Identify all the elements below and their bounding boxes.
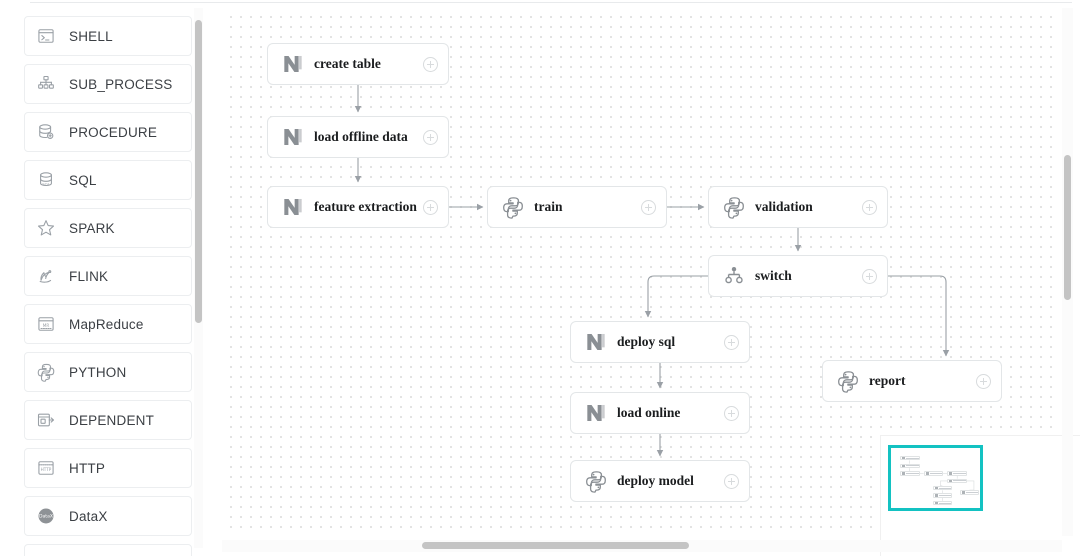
sidebar-item-shell[interactable]: SHELL [24, 16, 192, 56]
sub-process-icon [35, 73, 57, 95]
node-label: deploy sql [617, 334, 676, 349]
node-label: report [869, 373, 906, 388]
workflow-canvas[interactable]: create table load offline data feature ext… [222, 8, 1080, 556]
sidebar-item-mapreduce[interactable]: MR MapReduce [24, 304, 192, 344]
sql-node-icon [280, 194, 306, 220]
sidebar-item-label: SHELL [69, 28, 113, 44]
svg-text:DataX: DataX [39, 514, 53, 520]
node-label: load offline data [314, 129, 408, 144]
sidebar-item-http[interactable]: HTTP HTTP [24, 448, 192, 488]
workflow-node-switch[interactable]: switch [708, 255, 888, 297]
workflow-node-load-online[interactable]: load online [570, 392, 750, 434]
shell-icon [35, 25, 57, 47]
node-label: validation [755, 199, 813, 214]
sidebar-item-pigeon[interactable]: PIGEON [24, 544, 192, 556]
workflow-node-feature-extraction[interactable]: feature extraction [267, 186, 449, 228]
workflow-node-report[interactable]: report [822, 360, 1002, 402]
workflow-node-train[interactable]: train [487, 186, 667, 228]
node-add-icon[interactable] [976, 373, 991, 389]
dependent-icon [35, 409, 57, 431]
minimap-node [899, 463, 920, 469]
python-icon [35, 361, 57, 383]
node-add-icon[interactable] [423, 199, 438, 215]
minimap-node [947, 471, 967, 476]
python-node-icon [583, 468, 609, 494]
minimap-node [932, 493, 953, 498]
sidebar-item-sub_process[interactable]: SUB_PROCESS [24, 64, 192, 104]
workflow-minimap[interactable] [880, 435, 1080, 556]
mapreduce-icon: MR [35, 313, 57, 335]
sidebar-item-flink[interactable]: FLINK [24, 256, 192, 296]
node-add-icon[interactable] [423, 56, 438, 72]
node-add-icon[interactable] [724, 473, 739, 489]
spark-icon [35, 217, 57, 239]
sql-icon: SQL [35, 169, 57, 191]
sidebar-item-label: PYTHON [69, 364, 127, 380]
sidebar-item-label: SQL [69, 172, 97, 188]
canvas-horizontal-scrollbar-thumb[interactable] [422, 542, 689, 549]
canvas-vertical-scrollbar-thumb[interactable] [1064, 155, 1071, 300]
node-add-icon[interactable] [641, 199, 656, 215]
svg-text:MR: MR [43, 323, 50, 328]
python-node-icon [721, 194, 747, 220]
toolbar-bottom-edge [30, 0, 1072, 3]
node-add-icon[interactable] [862, 268, 877, 284]
sql-node-icon [280, 124, 306, 150]
minimap-node [899, 455, 920, 461]
minimap-node [959, 490, 980, 495]
sidebar-item-label: DEPENDENT [69, 412, 155, 428]
sidebar-item-datax[interactable]: DataX DataX [24, 496, 192, 536]
python-node-icon [500, 194, 526, 220]
switch-node-icon [721, 263, 747, 289]
workflow-node-load-offline-data[interactable]: load offline data [267, 116, 449, 158]
workflow-node-create-table[interactable]: create table [267, 43, 449, 85]
flink-icon [35, 265, 57, 287]
sidebar-item-spark[interactable]: SPARK [24, 208, 192, 248]
sql-node-icon [583, 329, 609, 355]
sidebar-item-label: SUB_PROCESS [69, 76, 173, 92]
procedure-icon [35, 121, 57, 143]
minimap-node [923, 471, 944, 476]
sidebar-scrollbar-thumb[interactable] [195, 20, 202, 323]
node-add-icon[interactable] [724, 405, 739, 421]
sidebar-item-sql[interactable]: SQL SQL [24, 160, 192, 200]
task-type-sidebar: SHELL SUB_PROCESS PROCEDURE SQL SQL SPARK FLIN… [0, 8, 222, 556]
sidebar-item-label: HTTP [69, 460, 106, 476]
sidebar-item-label: FLINK [69, 268, 109, 284]
workflow-node-deploy-sql[interactable]: deploy sql [570, 321, 750, 363]
sidebar-item-python[interactable]: PYTHON [24, 352, 192, 392]
sidebar-item-dependent[interactable]: DEPENDENT [24, 400, 192, 440]
http-icon: HTTP [35, 457, 57, 479]
node-label: switch [755, 268, 792, 283]
workflow-node-deploy-model[interactable]: deploy model [570, 460, 750, 502]
sql-node-icon [280, 51, 306, 77]
node-add-icon[interactable] [724, 334, 739, 350]
node-label: feature extraction [314, 199, 417, 214]
minimap-node [947, 478, 967, 484]
sql-node-icon [583, 400, 609, 426]
datax-icon: DataX [35, 505, 57, 527]
task-type-list: SHELL SUB_PROCESS PROCEDURE SQL SQL SPARK FLIN… [24, 16, 192, 556]
minimap-node [932, 500, 953, 506]
node-label: train [534, 199, 563, 214]
minimap-node [932, 485, 953, 491]
sidebar-item-procedure[interactable]: PROCEDURE [24, 112, 192, 152]
sidebar-item-label: MapReduce [69, 316, 144, 332]
node-add-icon[interactable] [423, 129, 438, 145]
sidebar-item-label: PROCEDURE [69, 124, 158, 140]
node-add-icon[interactable] [862, 199, 877, 215]
svg-text:HTTP: HTTP [41, 467, 52, 472]
minimap-viewport-rect[interactable] [888, 445, 983, 511]
minimap-node [899, 471, 920, 476]
python-node-icon [835, 368, 861, 394]
svg-text:SQL: SQL [42, 182, 50, 187]
workflow-node-validation[interactable]: validation [708, 186, 888, 228]
node-label: create table [314, 56, 381, 71]
sidebar-item-label: DataX [69, 508, 108, 524]
sidebar-item-label: SPARK [69, 220, 115, 236]
canvas-dot-grid [222, 8, 1058, 536]
node-label: load online [617, 405, 681, 420]
node-label: deploy model [617, 473, 694, 488]
